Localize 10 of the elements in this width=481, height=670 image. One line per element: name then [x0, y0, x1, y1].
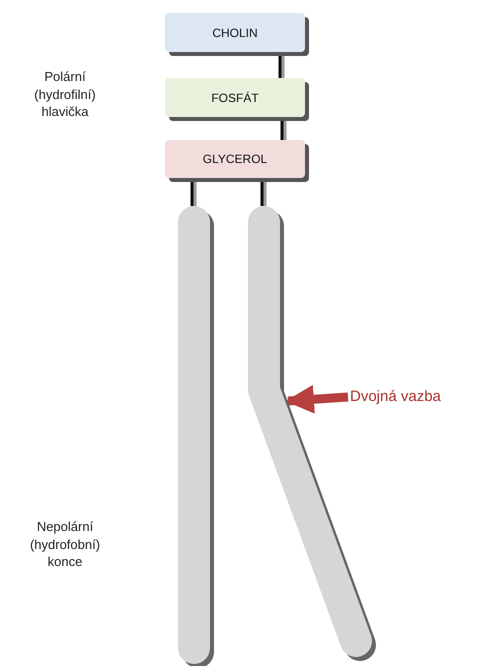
component-box	[165, 140, 305, 178]
box-label: CHOLIN	[212, 26, 258, 40]
box-label: GLYCEROL	[202, 152, 268, 166]
annotation-text: Dvojná vazba	[350, 384, 478, 408]
region-label: Nepolární (hydrofobní) konce	[28, 518, 102, 571]
region-label: Polární (hydrofilní) hlavička	[33, 68, 97, 121]
box-label: FOSFÁT	[211, 90, 259, 104]
component-box	[165, 13, 305, 52]
component-box	[165, 78, 305, 117]
block-arrow	[285, 384, 348, 414]
